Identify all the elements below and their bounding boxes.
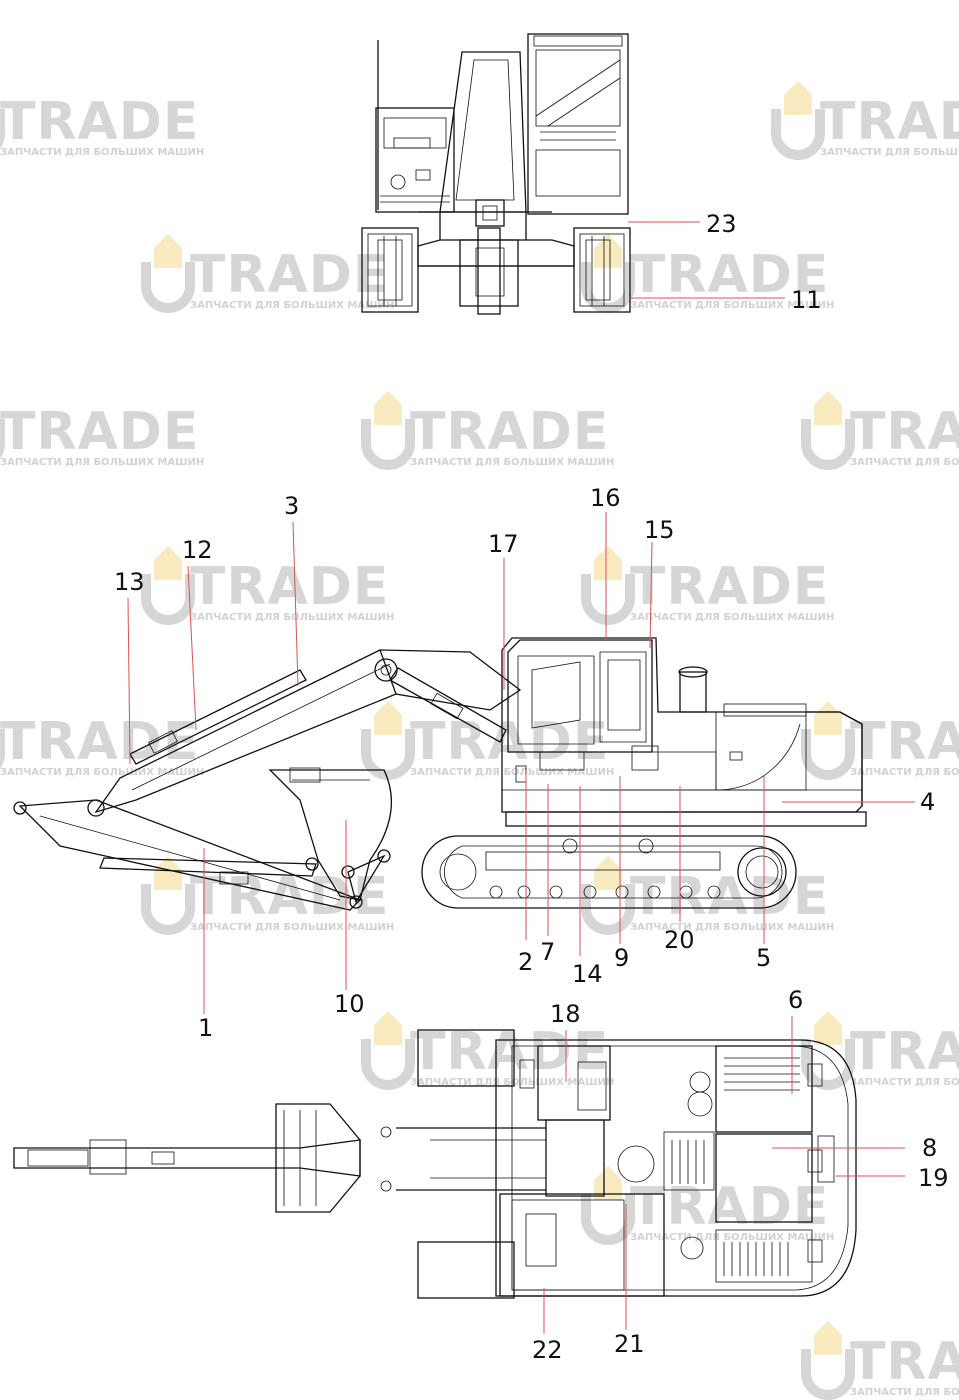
watermark-subtitle: ЗАПЧАСТИ ДЛЯ БОЛЬШИХ МАШИН bbox=[0, 147, 204, 158]
watermark-subtitle: ЗАПЧАСТИ ДЛЯ БОЛЬШИХ МАШИН bbox=[190, 922, 394, 933]
watermark-subtitle: ЗАПЧАСТИ ДЛЯ БОЛЬШИХ МАШИН bbox=[0, 457, 204, 468]
watermark-text: TRADE bbox=[410, 402, 609, 462]
watermark-text: TRADE bbox=[630, 245, 829, 305]
callout-17: 17 bbox=[488, 530, 519, 558]
callout-22: 22 bbox=[532, 1336, 563, 1364]
watermark-subtitle: ЗАПЧАСТИ ДЛЯ БОЛЬШИХ МАШИН bbox=[630, 922, 834, 933]
callout-12: 12 bbox=[182, 536, 213, 564]
callout-16: 16 bbox=[590, 484, 621, 512]
watermark-text: TRADE bbox=[630, 1177, 829, 1237]
watermark-text: TRADE bbox=[630, 867, 829, 927]
watermark-subtitle: ЗАПЧАСТИ ДЛЯ БОЛЬШИХ МАШИН bbox=[850, 1077, 959, 1088]
watermark-text: TRADE bbox=[850, 712, 959, 772]
callout-3: 3 bbox=[284, 492, 299, 520]
watermark-text: TRADE bbox=[0, 402, 199, 462]
watermark-subtitle: ЗАПЧАСТИ ДЛЯ БОЛЬШИХ МАШИН bbox=[190, 300, 394, 311]
watermark-text: TRADE bbox=[820, 92, 959, 152]
watermark-subtitle: ЗАПЧАСТИ ДЛЯ БОЛЬШИХ МАШИН bbox=[820, 147, 959, 158]
watermark-subtitle: ЗАПЧАСТИ ДЛЯ БОЛЬШИХ МАШИН bbox=[410, 457, 614, 468]
watermark-subtitle: ЗАПЧАСТИ ДЛЯ БОЛЬШИХ МАШИН bbox=[850, 1387, 959, 1398]
callout-6: 6 bbox=[788, 986, 803, 1014]
callout-21: 21 bbox=[614, 1330, 645, 1358]
callout-5: 5 bbox=[756, 944, 771, 972]
watermark-text: TRADE bbox=[190, 557, 389, 617]
track-rollers bbox=[489, 885, 721, 899]
watermark-subtitle: ЗАПЧАСТИ ДЛЯ БОЛЬШИХ МАШИН bbox=[630, 300, 834, 311]
callout-labels: 23 11 3 16 15 12 17 13 4 10 1 2 7 14 9 2… bbox=[114, 210, 949, 1364]
callout-13: 13 bbox=[114, 568, 145, 596]
watermark-subtitle: ЗАПЧАСТИ ДЛЯ БОЛЬШИХ МАШИН bbox=[410, 767, 614, 778]
watermark-text: TRADE bbox=[0, 712, 199, 772]
front-view bbox=[361, 33, 631, 315]
watermark-text: TRADE bbox=[190, 245, 389, 305]
callout-8: 8 bbox=[922, 1134, 937, 1162]
callout-11: 11 bbox=[791, 286, 822, 314]
watermark-text: TRADE bbox=[850, 1332, 959, 1392]
watermark-subtitle: ЗАПЧАСТИ ДЛЯ БОЛЬШИХ МАШИН bbox=[850, 457, 959, 468]
callout-7: 7 bbox=[540, 938, 555, 966]
callout-4: 4 bbox=[920, 788, 935, 816]
watermark-text: TRADE bbox=[850, 1022, 959, 1082]
callout-14: 14 bbox=[572, 960, 603, 988]
vent-grille bbox=[724, 1057, 800, 1091]
watermark-text: TRADE bbox=[0, 92, 199, 152]
callout-9: 9 bbox=[614, 944, 629, 972]
side-view bbox=[13, 637, 867, 911]
watermark-subtitle: ЗАПЧАСТИ ДЛЯ БОЛЬШИХ МАШИН bbox=[630, 1232, 834, 1243]
watermark-subtitle: ЗАПЧАСТИ ДЛЯ БОЛЬШИХ МАШИН bbox=[850, 767, 959, 778]
callout-23: 23 bbox=[706, 210, 737, 238]
callout-2: 2 bbox=[518, 948, 533, 976]
callout-10: 10 bbox=[334, 990, 365, 1018]
top-view bbox=[13, 1029, 857, 1299]
callout-15: 15 bbox=[644, 516, 675, 544]
watermark-text: TRADE bbox=[410, 712, 609, 772]
watermark-text: TRADE bbox=[410, 1022, 609, 1082]
watermark-text: TRADE bbox=[630, 557, 829, 617]
watermark-text: TRADE bbox=[850, 402, 959, 462]
callout-18: 18 bbox=[550, 1000, 581, 1028]
callout-20: 20 bbox=[664, 926, 695, 954]
leader-lines bbox=[127, 221, 915, 1334]
watermark-subtitle: ЗАПЧАСТИ ДЛЯ БОЛЬШИХ МАШИН bbox=[190, 612, 394, 623]
callout-19: 19 bbox=[918, 1164, 949, 1192]
watermark-subtitle: ЗАПЧАСТИ ДЛЯ БОЛЬШИХ МАШИН bbox=[0, 767, 204, 778]
callout-1: 1 bbox=[198, 1014, 213, 1042]
watermark-subtitle: ЗАПЧАСТИ ДЛЯ БОЛЬШИХ МАШИН bbox=[630, 612, 834, 623]
